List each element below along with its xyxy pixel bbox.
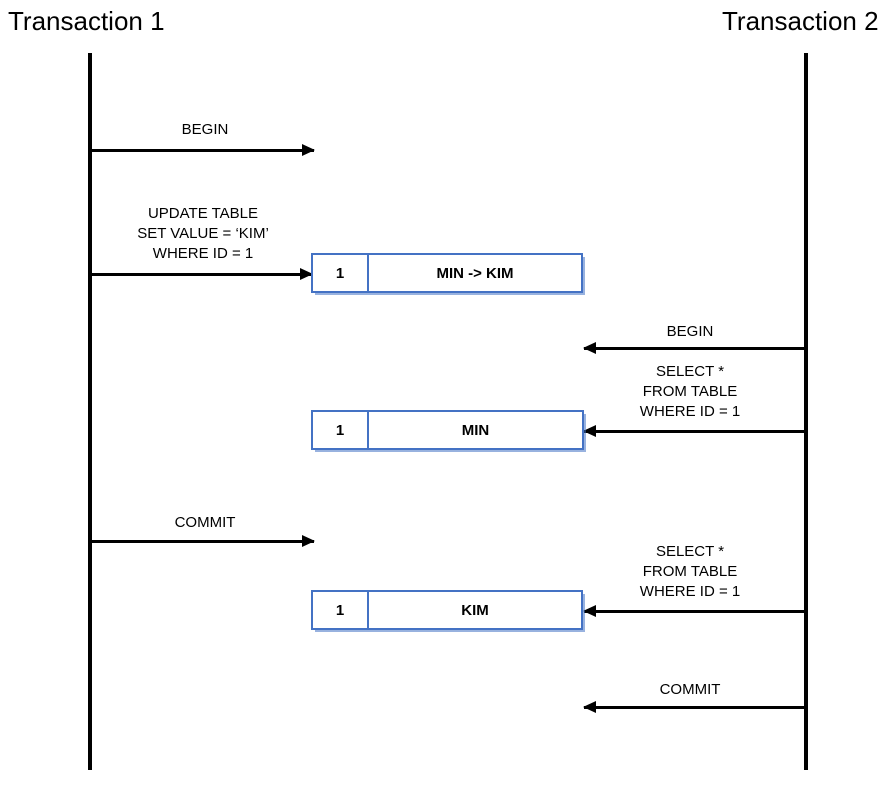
- record-box-1: 1 MIN -> KIM: [311, 253, 583, 293]
- record-1-value: MIN -> KIM: [436, 264, 514, 282]
- arrow-shaft: [584, 706, 806, 709]
- lifeline-transaction-2: [804, 53, 808, 770]
- arrow-shaft: [90, 149, 314, 152]
- arrow-head-left-icon: [583, 605, 596, 617]
- message-label-select-2: SELECT * FROM TABLE WHERE ID = 1: [639, 543, 741, 600]
- arrow-head-left-icon: [583, 425, 596, 437]
- message-label-update-table: UPDATE TABLE SET VALUE = ‘KIM’ WHERE ID …: [137, 205, 269, 262]
- lifeline-transaction-1: [88, 53, 92, 770]
- lifeline-title-transaction-2: Transaction 2: [722, 6, 879, 36]
- record-3-key: 1: [313, 592, 369, 628]
- record-box-2: 1 MIN: [311, 410, 584, 450]
- arrow-head-left-icon: [583, 342, 596, 354]
- arrow-head-right-icon: [302, 535, 315, 547]
- message-label-select-1: SELECT * FROM TABLE WHERE ID = 1: [639, 363, 741, 420]
- record-1-key: 1: [313, 255, 369, 291]
- record-box-3: 1 KIM: [311, 590, 583, 630]
- arrow-head-left-icon: [583, 701, 596, 713]
- arrow-head-right-icon: [302, 144, 315, 156]
- message-label-commit-t1: COMMIT: [174, 514, 236, 531]
- message-label-begin-t1: BEGIN: [181, 121, 229, 138]
- arrow-shaft: [90, 273, 312, 276]
- record-2-value: MIN: [461, 421, 490, 439]
- arrow-shaft: [584, 430, 806, 433]
- message-label-commit-t2: COMMIT: [659, 681, 721, 698]
- record-2-key: 1: [313, 412, 369, 448]
- lifeline-title-transaction-1: Transaction 1: [8, 6, 165, 36]
- record-3-value: KIM: [461, 601, 489, 619]
- arrow-shaft: [584, 347, 806, 350]
- arrow-head-right-icon: [300, 268, 313, 280]
- arrow-shaft: [584, 610, 806, 613]
- arrow-shaft: [90, 540, 314, 543]
- message-label-begin-t2: BEGIN: [666, 323, 714, 340]
